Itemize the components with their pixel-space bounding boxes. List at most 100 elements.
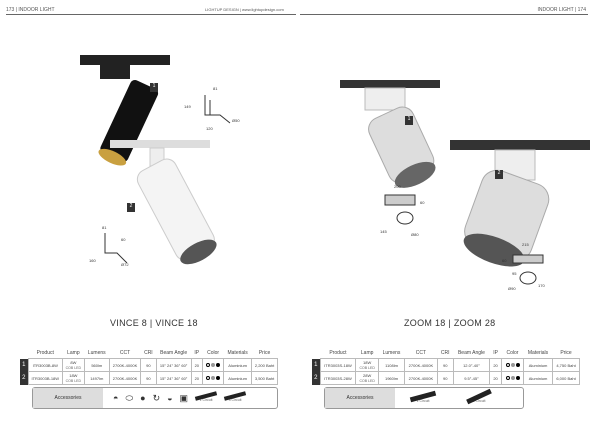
lamp-type: COB LED — [65, 366, 82, 370]
col-header: IP — [194, 350, 200, 356]
row-number: 1 — [20, 358, 28, 372]
cell-cct: 2700K-4000K — [108, 358, 142, 372]
dim-label: Ø50 — [232, 118, 240, 123]
cell-cct: 2700K-4000K — [404, 371, 438, 385]
col-header: Product — [329, 350, 347, 356]
section-name: INDOOR LIGHT — [18, 7, 55, 13]
snoot-icon: ◒ — [167, 393, 173, 403]
dimension-drawing-1 — [384, 194, 416, 225]
marker-2: 2 — [127, 203, 135, 212]
cell-product: ITR3003S-18W — [319, 358, 357, 372]
col-header: Beam Angle — [160, 350, 188, 356]
dimension-drawing-2 — [512, 254, 544, 285]
cell-ip: 20 — [489, 371, 502, 385]
dim-label: 200 — [394, 184, 401, 189]
dim-label: 215 — [522, 242, 529, 247]
col-header: Lamp — [360, 350, 374, 356]
col-header: Lumens — [87, 350, 106, 356]
col-header: Materials — [227, 350, 248, 356]
col-header: Lamp — [67, 350, 80, 356]
page-number: 173 — [6, 7, 15, 13]
color-swatches — [500, 358, 525, 372]
col-header: Lumens — [382, 350, 401, 356]
track-adapter-1: 1 Circuit — [409, 390, 437, 403]
cell-product: ITR3003S-28W — [319, 371, 357, 385]
lamp-type: COB LED — [65, 379, 82, 383]
cell-cri: 90 — [436, 358, 454, 372]
dim-label: 60 — [121, 237, 126, 242]
cell-materials: Aluminium — [523, 358, 554, 372]
dim-label: 120 — [206, 126, 213, 131]
lens-cover-icon: ◓ — [113, 393, 119, 403]
dim-label: 149 — [184, 104, 191, 109]
left-page-header: 173 | INDOOR LIGHT — [6, 7, 55, 13]
white-swatch — [206, 362, 211, 367]
white-swatch — [505, 362, 510, 367]
dim-label: 95 — [512, 271, 517, 276]
center-header: LIGHTUP DESIGN | www.lightupdesign.com — [205, 7, 284, 12]
ring-icon: ⬭ — [125, 392, 134, 403]
cell-price: 6,000 Baht — [552, 371, 580, 385]
lamp: 28W — [363, 373, 372, 378]
track-adapter-1: 1 Circuit — [194, 391, 218, 402]
col-header: IP — [493, 350, 498, 356]
right-page-header: INDOOR LIGHT | 174 — [537, 7, 586, 13]
lamp-type: COB LED — [359, 379, 375, 383]
lamp-type: COB LED — [359, 366, 375, 370]
row-number: 2 — [312, 371, 320, 385]
brand: LIGHTUP DESIGN — [205, 7, 239, 12]
row-number: 1 — [312, 358, 320, 372]
clip-icon: ↻ — [152, 392, 161, 403]
col-header: Color — [506, 350, 519, 356]
row-number: 2 — [20, 371, 28, 385]
col-header: Price — [560, 350, 572, 356]
cell-materials: Aluminium — [223, 371, 253, 385]
grey-swatch — [510, 362, 515, 367]
section-name: INDOOR LIGHT — [537, 7, 574, 13]
cell-materials: Aluminium — [523, 371, 554, 385]
dim-label: 60 — [502, 258, 507, 263]
cell-cct: 2700K-4000K — [404, 358, 438, 372]
col-header: CCT — [415, 350, 427, 356]
grey-swatch — [211, 362, 216, 367]
dim-label: 160 — [89, 258, 96, 263]
cell-lumens: 1960lm — [377, 371, 406, 385]
cell-lumens: 1108lm — [377, 358, 406, 372]
grey-swatch — [211, 375, 216, 380]
col-header: Price — [258, 350, 271, 356]
dim-label: 81 — [102, 225, 107, 230]
black-swatch — [515, 362, 520, 367]
black-swatch — [216, 375, 221, 380]
cell-cri: 90 — [436, 371, 454, 385]
cell-product: ITR3003B-18W — [27, 371, 64, 385]
accessory-icons: 1 Circuit 3 Circuit — [395, 388, 523, 404]
dim-label: 60 — [420, 200, 425, 205]
cell-price: 3,500 Baht — [251, 371, 278, 385]
black-swatch — [515, 375, 520, 380]
cell-beam: 15° 24° 36° 60° — [155, 371, 192, 385]
cell-cri: 90 — [140, 358, 157, 372]
col-header: CCT — [119, 350, 131, 356]
marker-1: 1 — [150, 83, 158, 92]
col-header: CRI — [144, 350, 153, 356]
cell-cct: 2700K-4000K — [108, 371, 142, 385]
cell-ip: 20 — [190, 371, 204, 385]
dim-label: 145 — [380, 229, 387, 234]
dim-label: 170 — [538, 283, 545, 288]
accessories-label: Accessories — [33, 388, 103, 408]
black-disc-icon: ● — [140, 393, 146, 403]
col-header: Color — [207, 350, 220, 356]
cell-lumens: 560lm — [83, 358, 110, 372]
honeycomb-icon: ▣ — [179, 392, 189, 403]
website-link[interactable]: www.lightupdesign.com — [241, 7, 284, 12]
cell-price: 2,200 Baht — [251, 358, 278, 372]
cell-beam: 9.5°-45° — [452, 371, 491, 385]
dimension-drawing-1 — [204, 95, 231, 124]
